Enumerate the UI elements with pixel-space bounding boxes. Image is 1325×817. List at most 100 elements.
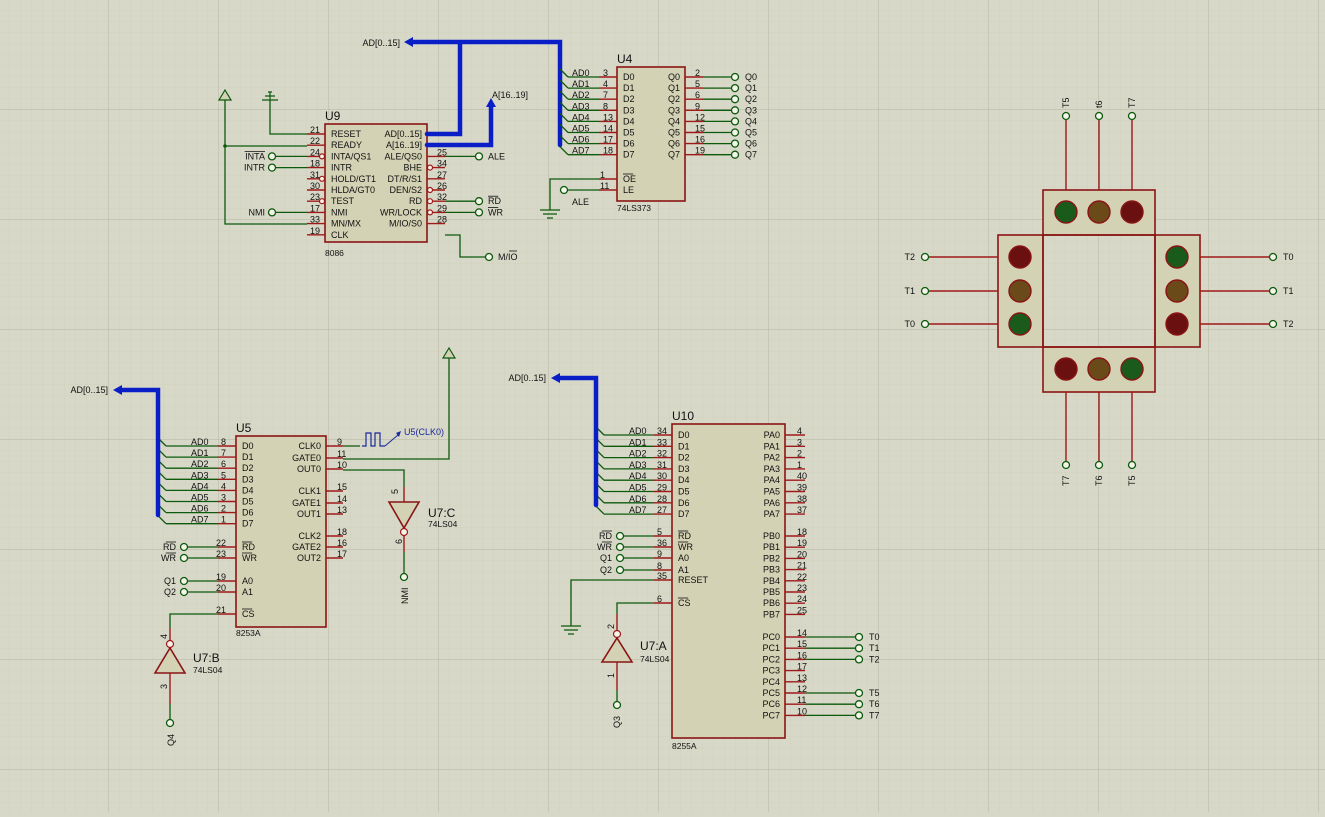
u4-terminal[interactable] [559,185,569,195]
u10-ad-bus[interactable] [555,375,599,508]
u7c-inverter[interactable]: 5 6 U7:C 74LS04 [387,487,458,552]
u10-terminal[interactable] [854,688,864,698]
top-terminal[interactable] [1094,111,1104,121]
u4-pin-num: 16 [695,135,705,145]
u5-pin-name: D1 [242,452,254,462]
clock-source-icon[interactable] [362,431,401,447]
u5-terminal[interactable] [179,542,189,552]
u9-terminal[interactable] [267,152,277,161]
u5-pin-num: 11 [337,449,346,459]
u9-terminal[interactable] [474,208,484,217]
u4-terminal[interactable] [730,150,740,159]
u9-pin-name: INTA/QS1 [331,151,371,161]
u10-pin-num: 5 [657,527,662,537]
u9-net-label-RD: RD [488,196,501,206]
right-terminal[interactable] [1268,319,1278,329]
u10-terminal[interactable] [615,553,625,563]
u10-pin-num: 37 [797,505,807,515]
u10-terminal[interactable] [854,644,864,653]
u7b-inverter[interactable]: 4 3 U7:B 74LS04 [153,628,223,704]
u9-terminal[interactable] [474,197,484,206]
u10-pin-num: 31 [657,460,667,470]
u9-terminal[interactable] [474,152,484,161]
u5-terminal[interactable] [179,587,189,597]
u10-terminal[interactable] [854,700,864,709]
u4-terminal[interactable] [730,83,740,93]
u9-pin-name: READY [331,140,362,150]
u4-bus-entry [559,135,569,145]
u7a-inverter[interactable]: 2 1 U7:A 74LS04 [600,614,670,690]
left-terminal[interactable] [920,319,930,329]
left-terminal[interactable] [920,286,930,296]
u5-pin-name: CLK1 [298,486,321,496]
bottom-lamp [1120,357,1144,381]
u4-terminal[interactable] [730,128,740,137]
u10-pin-name: PA0 [764,430,780,440]
u5-terminal[interactable] [179,553,189,563]
u10-terminal[interactable] [854,632,864,642]
u5-pin-num: 15 [337,482,347,492]
u4-net-label: AD4 [572,112,590,122]
u9-pin-name: BHE [403,163,422,173]
u9-ad-bus[interactable] [407,39,563,148]
right-terminal[interactable] [1268,286,1278,296]
u10-pin-name: D1 [678,441,690,451]
u9-pin-name: MN/MX [331,219,361,229]
u4-terminal[interactable] [730,106,740,115]
left-lamp [1008,245,1032,269]
bus-arrow-icon [486,98,496,107]
u10-pin-name: CS [678,598,691,608]
bus-arrow-icon [404,37,413,47]
vcc-arrow-icon [441,346,457,359]
u10-pin-num: 10 [797,706,807,716]
u9-net-label-INTR: INTR [244,163,265,173]
u10-pin-name: PB0 [763,531,780,541]
u5-pin-name: D7 [242,519,254,529]
u9-terminal[interactable] [267,163,277,172]
left-terminal[interactable] [920,252,930,262]
right-lamp [1165,312,1189,336]
u4-net-label: Q7 [745,150,757,160]
u10-terminal[interactable] [854,711,864,720]
u5-pin-num: 23 [216,549,226,559]
u10-pin-name: WR [678,542,693,552]
u4-terminal[interactable] [730,139,740,148]
u10-net-label: WR [597,542,612,552]
u10-terminal[interactable] [854,655,864,664]
u10-terminal[interactable] [615,531,625,541]
u4-terminal[interactable] [730,72,740,82]
top-terminal[interactable] [1061,111,1071,121]
right-terminal[interactable] [1268,252,1278,262]
u10-ref: U10 [672,409,694,423]
u4-net-label: Q3 [745,105,757,115]
bottom-terminal[interactable] [1094,460,1104,470]
u5-terminal[interactable] [179,576,189,586]
u5-ad-bus[interactable] [117,387,161,518]
u4-pin-num: 1 [600,170,605,180]
bottom-terminal[interactable] [1127,460,1137,470]
u10-terminal[interactable] [615,565,625,575]
u10-pin-name: PB5 [763,587,780,597]
u10-terminal[interactable] [615,542,625,552]
u5-net-label: AD0 [191,437,209,447]
u5-pin-name: D3 [242,474,254,484]
u10-pin-name: D7 [678,509,690,519]
u9-terminal[interactable] [267,208,277,217]
u4-net-label: Q6 [745,139,757,149]
u5-net-label: AD3 [191,470,209,480]
u9-pin-num: 34 [437,159,447,169]
right-lamp [1165,279,1189,303]
u7c-pin-in: 5 [390,489,400,494]
u9-a-bus[interactable] [424,103,494,148]
top-terminal[interactable] [1127,111,1137,121]
u4-terminal[interactable] [730,117,740,126]
u5-pin-name: OUT0 [297,464,321,474]
u4-terminal[interactable] [730,95,740,104]
bottom-terminal[interactable] [1061,460,1071,470]
